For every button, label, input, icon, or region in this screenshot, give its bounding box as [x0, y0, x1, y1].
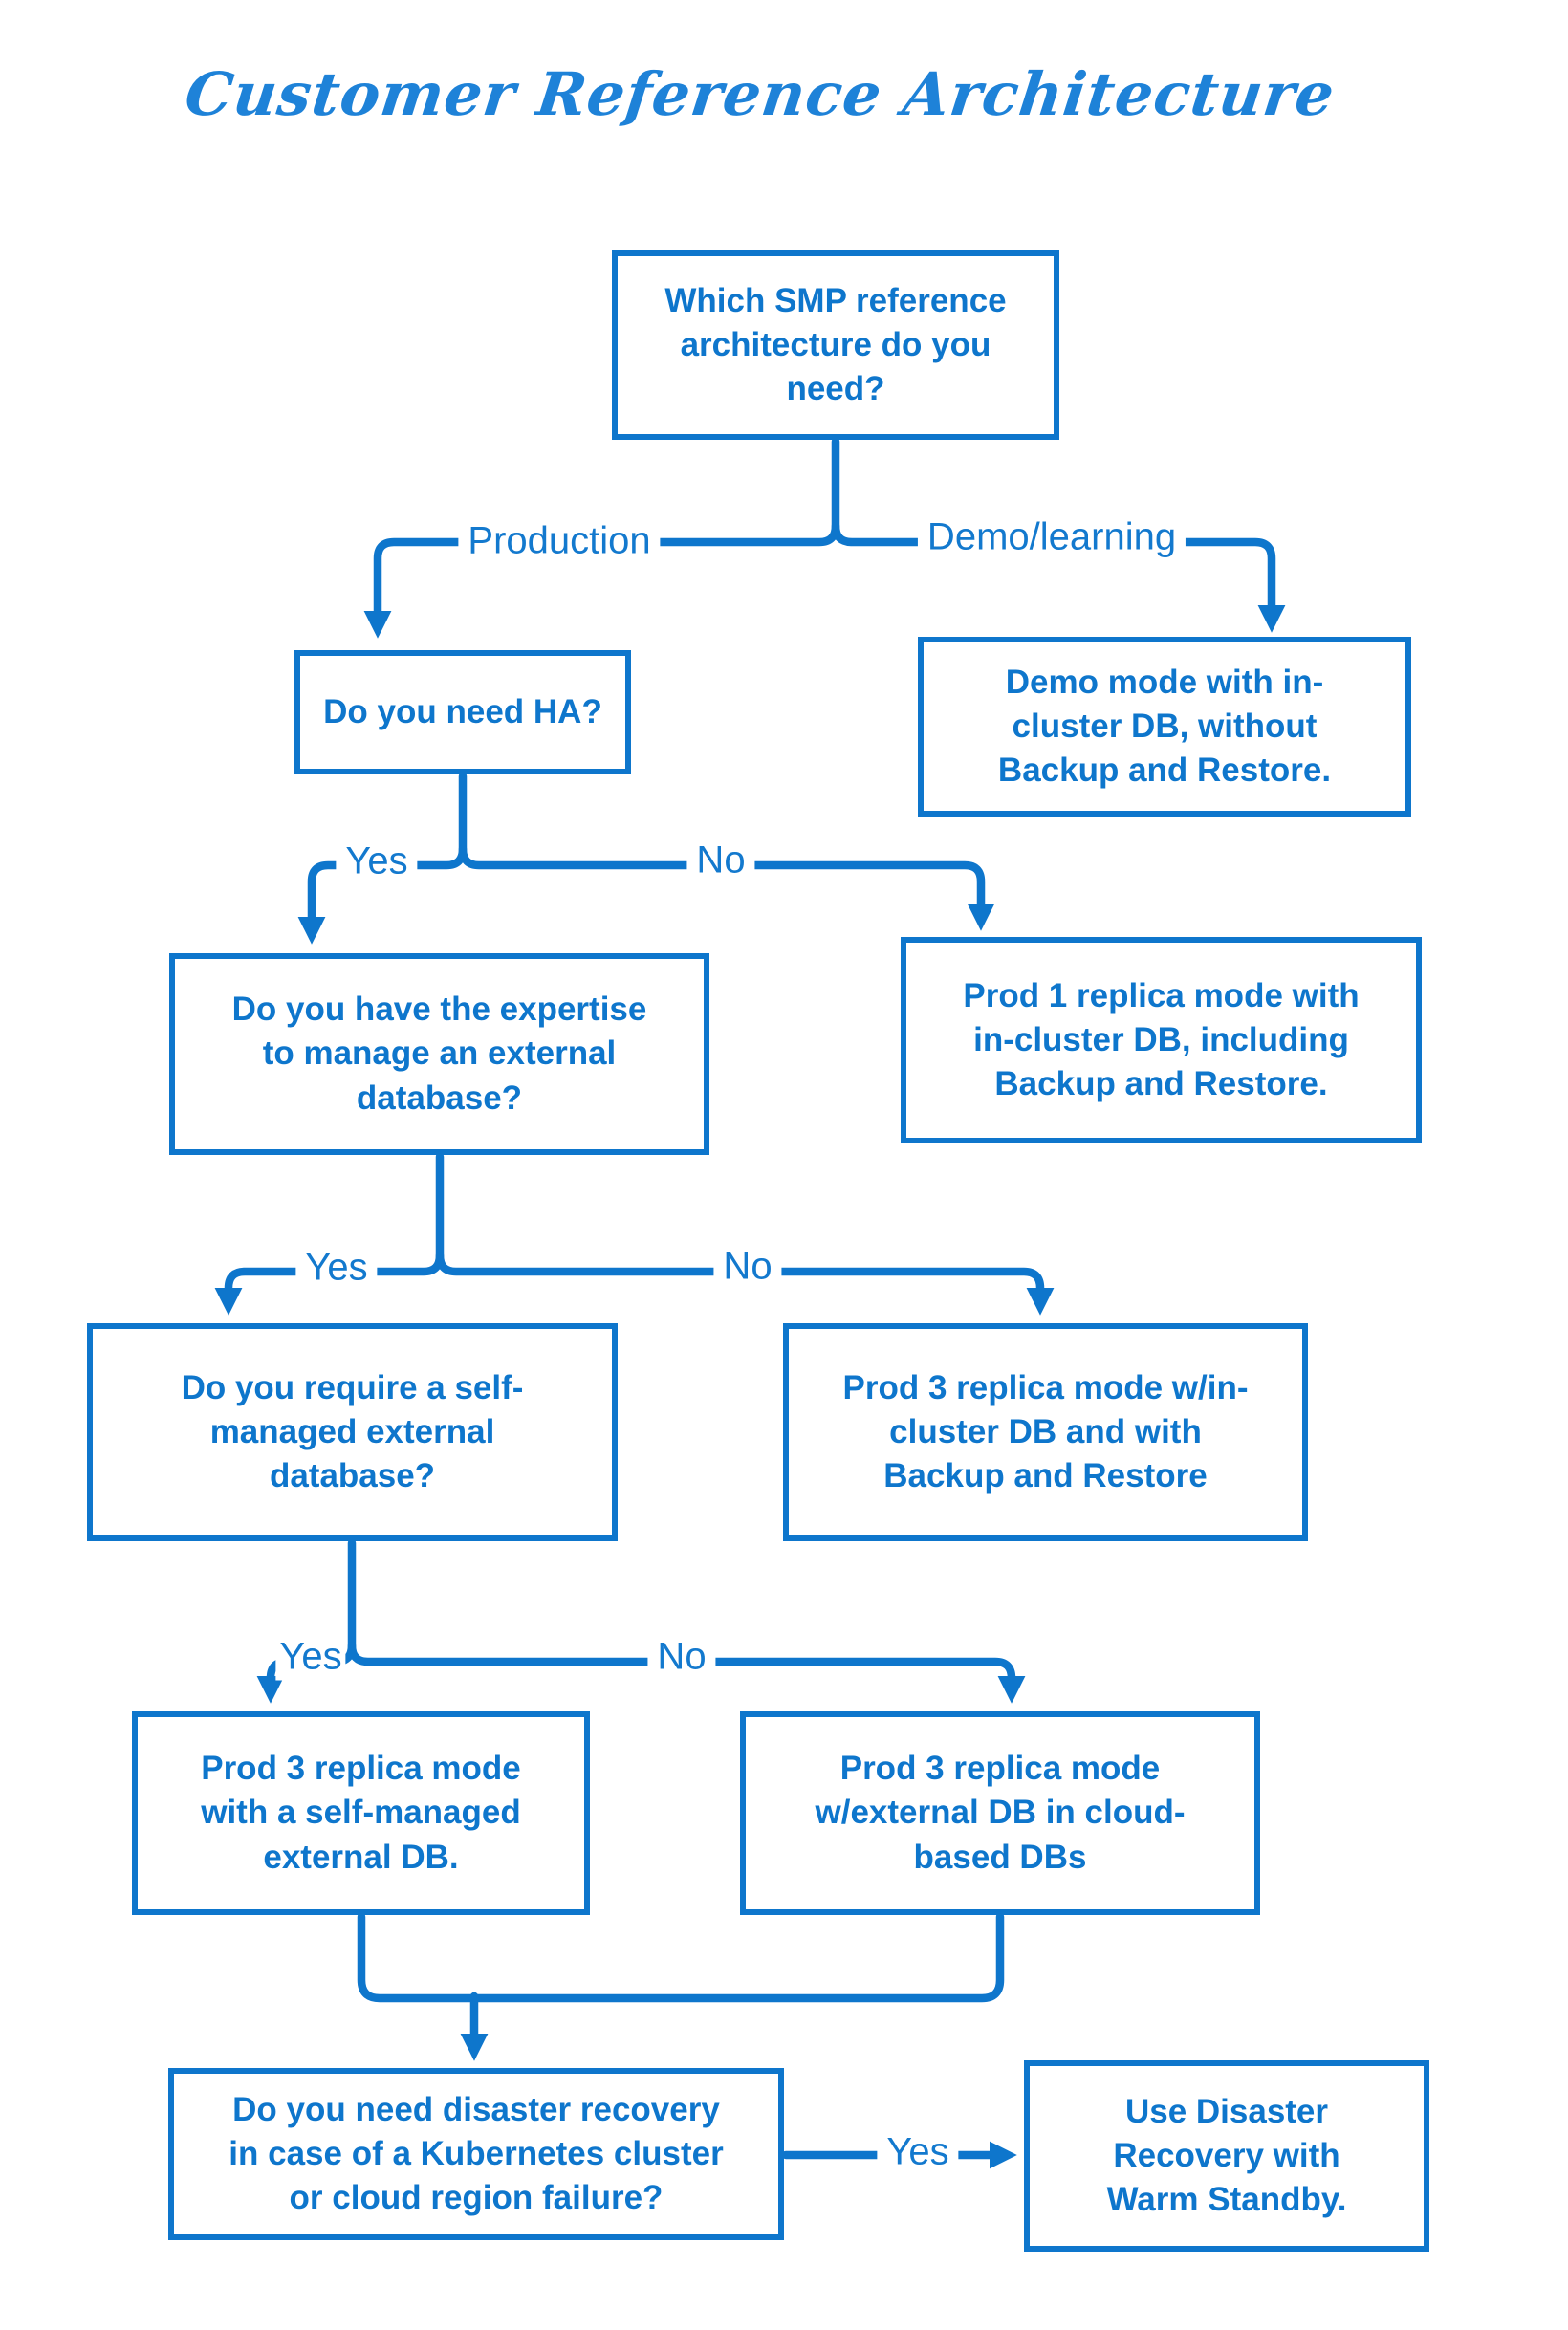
node-disaster-recovery-question: Do you need disaster recovery in case of… [168, 2068, 784, 2240]
edge-expertise-no-line [435, 1251, 1055, 1316]
node-expertise-question: Do you have the expertise to manage an e… [169, 953, 709, 1155]
node-prod-3-replica-incluster-result: Prod 3 replica mode w/in- cluster DB and… [783, 1323, 1308, 1541]
edge-label-ha-yes: Yes [336, 838, 418, 885]
node-which-architecture-question: Which SMP reference architecture do you … [612, 250, 1059, 440]
edge-merge-right-line [469, 1912, 1005, 2003]
node-self-managed-db-question: Do you require a self- managed external … [87, 1323, 618, 1541]
node-prod-1-replica-result: Prod 1 replica mode with in-cluster DB, … [901, 937, 1422, 1143]
node-prod-3-replica-cloud-result: Prod 3 replica mode w/external DB in clo… [740, 1711, 1260, 1915]
edge-demo-learning-line [831, 521, 1286, 633]
edge-label-demo-learning: Demo/learning [917, 513, 1187, 561]
edge-label-selfdb-no: No [647, 1633, 716, 1681]
node-demo-mode-result: Demo mode with in- cluster DB, without B… [918, 637, 1411, 817]
edge-label-expertise-no: No [713, 1243, 782, 1291]
edge-label-selfdb-yes: Yes [275, 1633, 346, 1681]
node-need-ha-question: Do you need HA? [294, 650, 631, 774]
edge-ha-no-line [458, 844, 995, 931]
node-prod-3-replica-selfmanaged-result: Prod 3 replica mode with a self-managed … [132, 1711, 590, 1915]
edge-label-expertise-yes: Yes [295, 1244, 378, 1292]
edge-label-dr-yes: Yes [877, 2128, 959, 2176]
edge-label-production: Production [458, 517, 661, 565]
node-warm-standby-result: Use Disaster Recovery with Warm Standby. [1024, 2060, 1429, 2252]
edge-merge-left-line [357, 1912, 479, 2003]
edge-label-ha-no: No [686, 837, 755, 884]
edge-selfdb-no-line [347, 1641, 1026, 1704]
